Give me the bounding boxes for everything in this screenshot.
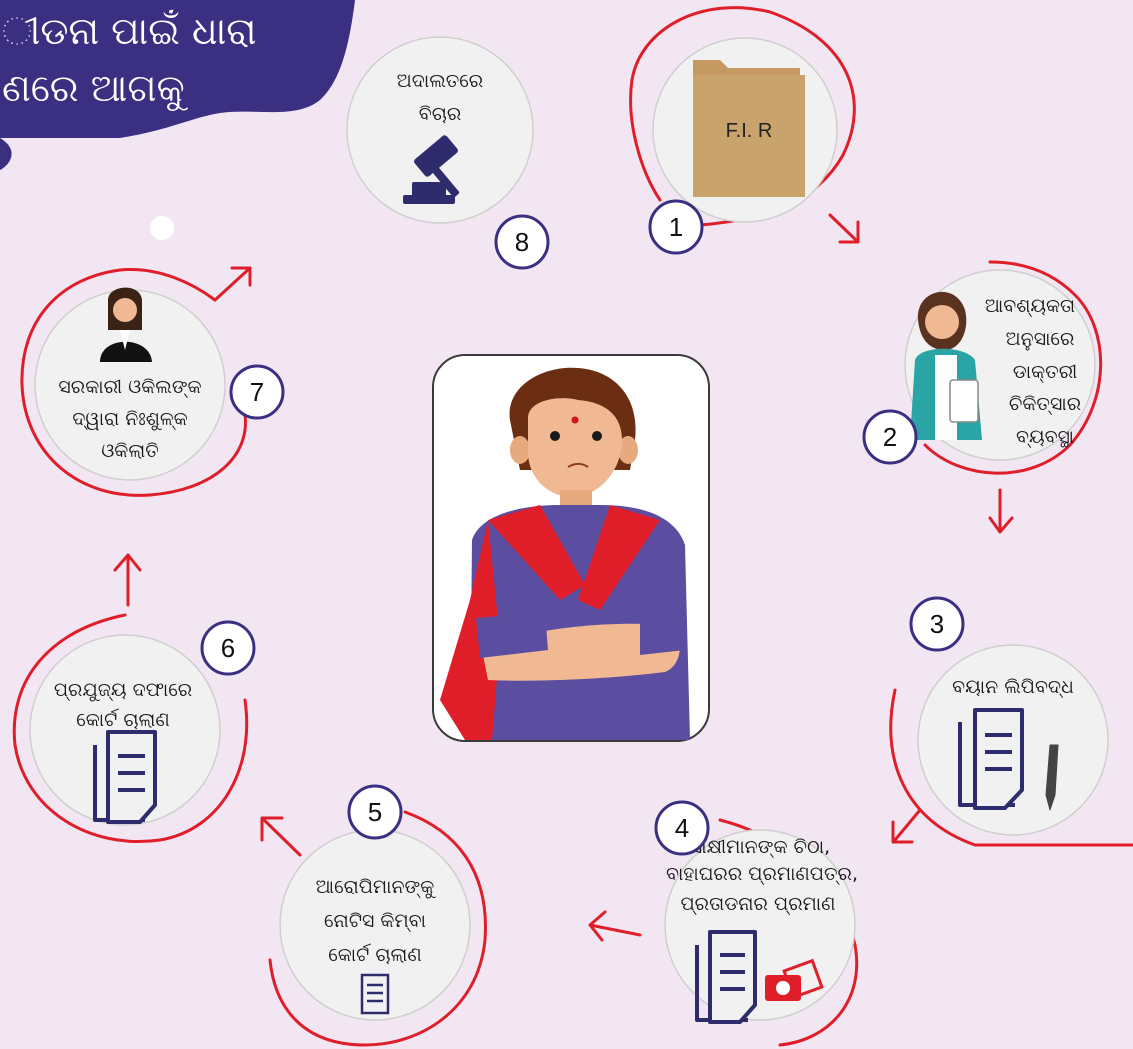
woman-arms-crossed-icon bbox=[440, 367, 690, 740]
step-5: ଆରୋପିମାନଙ୍କୁ ନୋଟିସ କିମ୍ବା କୋର୍ଟ ଚାଲାଣ 5 bbox=[279, 784, 471, 1021]
step-2-label-line-2: ଅନୁସାରେ bbox=[1006, 328, 1075, 351]
step-2-label-line-1: ଆବଶ୍ୟକତା bbox=[985, 295, 1075, 317]
step-7-label-line-2: ଦ୍ୱାରା ନିଃଶୁଳ୍କ bbox=[72, 408, 187, 430]
documents-icon bbox=[93, 730, 157, 824]
step-2-label-line-3: ଡାକ୍ତରୀ bbox=[1013, 361, 1078, 383]
center-figure bbox=[432, 354, 710, 742]
step-7-badge bbox=[229, 364, 285, 420]
step-5-label-line-3: କୋର୍ଟ ଚାଲାଣ bbox=[328, 944, 421, 966]
step-4-circle bbox=[664, 829, 856, 1021]
arc-step-5 bbox=[268, 810, 487, 1047]
step-2-badge bbox=[862, 409, 918, 465]
step-3-badge bbox=[909, 596, 965, 652]
step-4-badge bbox=[654, 800, 710, 856]
arc-step-6 bbox=[12, 613, 249, 843]
arrow-3-to-4 bbox=[891, 808, 922, 844]
arc-step-2 bbox=[923, 260, 1103, 475]
step-7-label-line-3: ଓକିଲାତି bbox=[101, 440, 159, 462]
step-2-label-line-4: ଚିକିତ୍ସାର bbox=[1009, 393, 1081, 415]
step-5-number: 5 bbox=[368, 797, 382, 827]
step-3: ବୟାନ ଲିପିବଦ୍ଧ 3 bbox=[909, 596, 1109, 836]
step-8-label-line-1: ଅଦାଲତରେ bbox=[397, 70, 483, 92]
arc-step-3 bbox=[889, 688, 1133, 847]
step-4-label-line-3: ପ୍ରତାଡନାର ପ୍ରମାଣ bbox=[680, 893, 835, 915]
step-6-number: 6 bbox=[221, 633, 235, 663]
step-6-label-line-1: ପ୍ରଯୁଜ୍ୟ ଦଫାରେ bbox=[54, 679, 192, 701]
step-6-badge bbox=[200, 620, 256, 676]
step-7: ସରକାରୀ ଓକିଲଙ୍କ ଦ୍ୱାରା ନିଃଶୁଳ୍କ ଓକିଲାତି 7 bbox=[34, 287, 285, 481]
fir-label: F.I. R bbox=[726, 120, 773, 142]
arc-step-7 bbox=[20, 267, 247, 497]
doctor-icon bbox=[910, 291, 982, 440]
step-1: F.I. R 1 bbox=[648, 37, 838, 255]
title-line-2: ଣରେ ଆଗକୁ bbox=[2, 66, 189, 112]
step-2-label-line-5: ବ୍ୟବସ୍ଥା bbox=[1016, 426, 1074, 448]
step-2-number: 2 bbox=[883, 422, 897, 452]
step-3-label-line-1: ବୟାନ ଲିପିବଦ୍ଧ bbox=[952, 676, 1074, 698]
step-1-number: 1 bbox=[669, 212, 683, 242]
arrow-1-to-2 bbox=[828, 213, 860, 244]
documents-camera-icon bbox=[695, 930, 824, 1024]
step-5-label-line-1: ଆରୋପିମାନଙ୍କୁ bbox=[316, 876, 437, 898]
step-4: ସାକ୍ଷୀମାନଙ୍କ ଚିଠା, ବାହାଘରର ପ୍ରମାଣପତ୍ର, ପ… bbox=[654, 800, 858, 1024]
line-6-to-7 bbox=[113, 553, 142, 607]
documents-pen-icon bbox=[958, 708, 1059, 811]
step-3-number: 3 bbox=[930, 609, 944, 639]
step-8-badge bbox=[494, 214, 550, 270]
title-banner: ୀଡନା ପାଇଁ ଧାରା ଣରେ ଆଗକୁ bbox=[0, 0, 355, 170]
step-2: ଆବଶ୍ୟକତା ଅନୁସାରେ ଡାକ୍ତରୀ ଚିକିତ୍ସାର ବ୍ୟବସ… bbox=[862, 269, 1096, 465]
decorative-dot bbox=[150, 216, 174, 240]
arrow-4-to-5 bbox=[588, 910, 642, 942]
arrow-7-to-8 bbox=[213, 266, 252, 302]
step-7-number: 7 bbox=[250, 377, 264, 407]
notice-document-icon bbox=[360, 973, 390, 1015]
step-8: ଅଦାଲତରେ ବିଚାର 8 bbox=[346, 36, 550, 270]
step-7-label-line-1: ସରକାରୀ ଓକିଲଙ୍କ bbox=[58, 376, 201, 398]
step-8-label-line-2: ବିଚାର bbox=[419, 103, 462, 125]
fir-folder-icon: F.I. R bbox=[693, 60, 805, 197]
arrow-5-to-6 bbox=[260, 816, 302, 857]
step-5-label-line-2: ନୋଟିସ କିମ୍ବା bbox=[324, 910, 426, 932]
step-8-circle bbox=[346, 36, 534, 224]
gavel-icon bbox=[403, 135, 460, 204]
step-4-label-line-2: ବାହାଘରର ପ୍ରମାଣପତ୍ର, bbox=[666, 863, 858, 885]
step-6: ପ୍ରଯୁଜ୍ୟ ଦଫାରେ କୋର୍ଟ ଚାଲାଣ 6 bbox=[29, 620, 256, 826]
step-6-label-line-2: କୋର୍ଟ ଚାଲାଣ bbox=[76, 709, 169, 731]
step-4-label-line-1: ସାକ୍ଷୀମାନଙ୍କ ଚିଠା, bbox=[690, 836, 830, 858]
step-8-number: 8 bbox=[515, 227, 529, 257]
title-line-1: ୀଡନା ପାଇଁ ଧାରା bbox=[2, 9, 257, 53]
step-5-badge bbox=[347, 784, 403, 840]
lawyer-icon bbox=[100, 287, 152, 362]
step-4-number: 4 bbox=[675, 813, 689, 843]
step-1-badge bbox=[648, 199, 704, 255]
line-2-to-3 bbox=[988, 488, 1014, 534]
